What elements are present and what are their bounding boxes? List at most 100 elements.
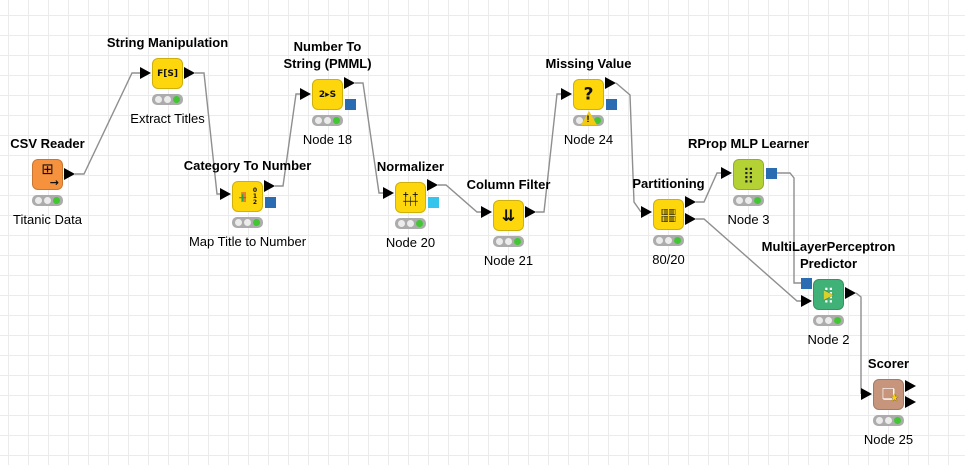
connection-normalizer-to-column-filter[interactable] (438, 184, 481, 213)
category-to-number-icon[interactable]: ▮+0 1 2 (232, 181, 263, 212)
output-port[interactable] (184, 67, 195, 79)
node-label[interactable]: Node 21 (483, 253, 534, 268)
connection-mlp-predictor-to-scorer[interactable] (855, 292, 862, 394)
output-port[interactable] (845, 287, 856, 299)
output-port[interactable] (905, 380, 916, 392)
connection-missing-value-to-partitioning[interactable] (615, 82, 642, 213)
traffic-light-yellow (505, 238, 512, 245)
csv-reader-icon[interactable]: ⊞→ (32, 159, 63, 190)
traffic-light-red (235, 219, 242, 226)
connection-rprop-mlp-learner-to-mlp-predictor[interactable] (776, 172, 801, 284)
partitioning-icon[interactable]: ▥▥ ▥▥ (653, 199, 684, 230)
partitioning-icon: ▥▥ ▥▥ (660, 206, 677, 223)
input-port[interactable] (220, 188, 231, 200)
input-port[interactable] (801, 295, 812, 307)
node-title: Category To Number (183, 158, 312, 173)
input-port[interactable] (801, 278, 812, 289)
node-label[interactable]: Map Title to Number (188, 234, 307, 249)
traffic-light-yellow (885, 417, 892, 424)
output-port[interactable] (685, 213, 696, 225)
missing-value-icon[interactable]: ? (573, 79, 604, 110)
input-port[interactable] (561, 88, 572, 100)
traffic-light (493, 236, 524, 247)
node-label[interactable]: Node 18 (302, 132, 353, 147)
connection-category-to-number-to-number-to-string[interactable] (275, 93, 300, 187)
traffic-light-red (315, 117, 322, 124)
input-port[interactable] (641, 206, 652, 218)
connection-string-manipulation-to-category-to-number[interactable] (195, 72, 220, 195)
output-port[interactable] (64, 168, 75, 180)
rprop-mlp-learner-icon[interactable]: ⣿ (733, 159, 764, 190)
traffic-light-yellow (324, 117, 331, 124)
normalizer-icon[interactable]: + + ┼┼┼ (395, 182, 426, 213)
traffic-light-red (876, 417, 883, 424)
output-port[interactable] (428, 197, 439, 208)
node-label[interactable]: 80/20 (652, 252, 685, 267)
scorer-icon[interactable]: ❏★ (873, 379, 904, 410)
node-string-manipulation[interactable]: String Manipulation F[S] Extract Titles (107, 35, 228, 126)
node-csv-reader[interactable]: CSV Reader ⊞→ Titanic Data (10, 136, 84, 227)
traffic-light-green (894, 417, 901, 424)
node-title: RProp MLP Learner (687, 136, 810, 151)
output-port[interactable] (427, 179, 438, 191)
output-port[interactable] (685, 196, 696, 208)
node-title: Normalizer (376, 159, 445, 174)
output-port[interactable] (344, 77, 355, 89)
output-port[interactable] (345, 99, 356, 110)
connection-number-to-string-to-normalizer[interactable] (355, 82, 383, 194)
output-port[interactable] (525, 206, 536, 218)
node-label[interactable]: Extract Titles (130, 111, 205, 126)
input-port[interactable] (721, 167, 732, 179)
traffic-light-yellow (407, 220, 414, 227)
traffic-light-red (155, 96, 162, 103)
traffic-light-red (576, 117, 583, 124)
node-scorer[interactable]: Scorer ❏★ Node 25 (861, 356, 916, 447)
traffic-light (733, 195, 764, 206)
traffic-light-green (834, 317, 841, 324)
input-port[interactable] (861, 388, 872, 400)
output-port[interactable] (606, 99, 617, 110)
node-partitioning[interactable]: Partitioning ▥▥ ▥▥ 80/20 (632, 176, 704, 267)
node-label[interactable]: Node 25 (863, 432, 914, 447)
node-rprop-mlp-learner[interactable]: RProp MLP Learner ⣿ Node 3 (688, 136, 809, 227)
node-normalizer[interactable]: Normalizer + + ┼┼┼ Node 20 (377, 159, 444, 250)
traffic-light (32, 195, 63, 206)
node-column-filter[interactable]: Column Filter ⇊ Node 21 (467, 177, 551, 268)
connection-column-filter-to-missing-value[interactable] (536, 93, 561, 213)
node-label[interactable]: Node 20 (385, 235, 436, 250)
output-port[interactable] (905, 396, 916, 408)
input-port[interactable] (481, 206, 492, 218)
traffic-light-red (736, 197, 743, 204)
traffic-light-green (594, 117, 601, 124)
string-manipulation-icon[interactable]: F[S] (152, 58, 183, 89)
connection-partitioning-to-mlp-predictor[interactable] (696, 218, 801, 302)
node-label[interactable]: Node 24 (563, 132, 614, 147)
node-label[interactable]: Node 3 (727, 212, 770, 227)
input-port[interactable] (140, 67, 151, 79)
output-port[interactable] (766, 168, 777, 179)
number-to-string-icon[interactable]: 2▸S (312, 79, 343, 110)
node-title: Missing Value (545, 56, 632, 71)
output-port[interactable] (605, 77, 616, 89)
node-label[interactable]: Node 2 (807, 332, 850, 347)
mlp-predictor-icon[interactable]: ⣿▶ (813, 279, 844, 310)
neural-network-play-icon: ⣿ (823, 285, 834, 303)
node-missing-value[interactable]: Missing Value ? Node 24 (546, 56, 632, 147)
column-filter-icon[interactable]: ⇊ (493, 200, 524, 231)
node-label[interactable]: Titanic Data (13, 212, 82, 227)
output-port[interactable] (264, 180, 275, 192)
connection-csv-reader-to-string-manipulation[interactable] (75, 72, 140, 175)
traffic-light-green (173, 96, 180, 103)
node-title: Column Filter (466, 177, 551, 192)
traffic-light (573, 111, 604, 126)
output-port[interactable] (265, 197, 276, 208)
input-port[interactable] (300, 88, 311, 100)
category-to-number-icon: ▮ (240, 189, 248, 204)
input-port[interactable] (383, 187, 394, 199)
node-category-to-number[interactable]: Category To Number ▮+0 1 2 Map Title to … (184, 158, 312, 249)
connection-partitioning-to-rprop-mlp-learner[interactable] (696, 172, 721, 203)
